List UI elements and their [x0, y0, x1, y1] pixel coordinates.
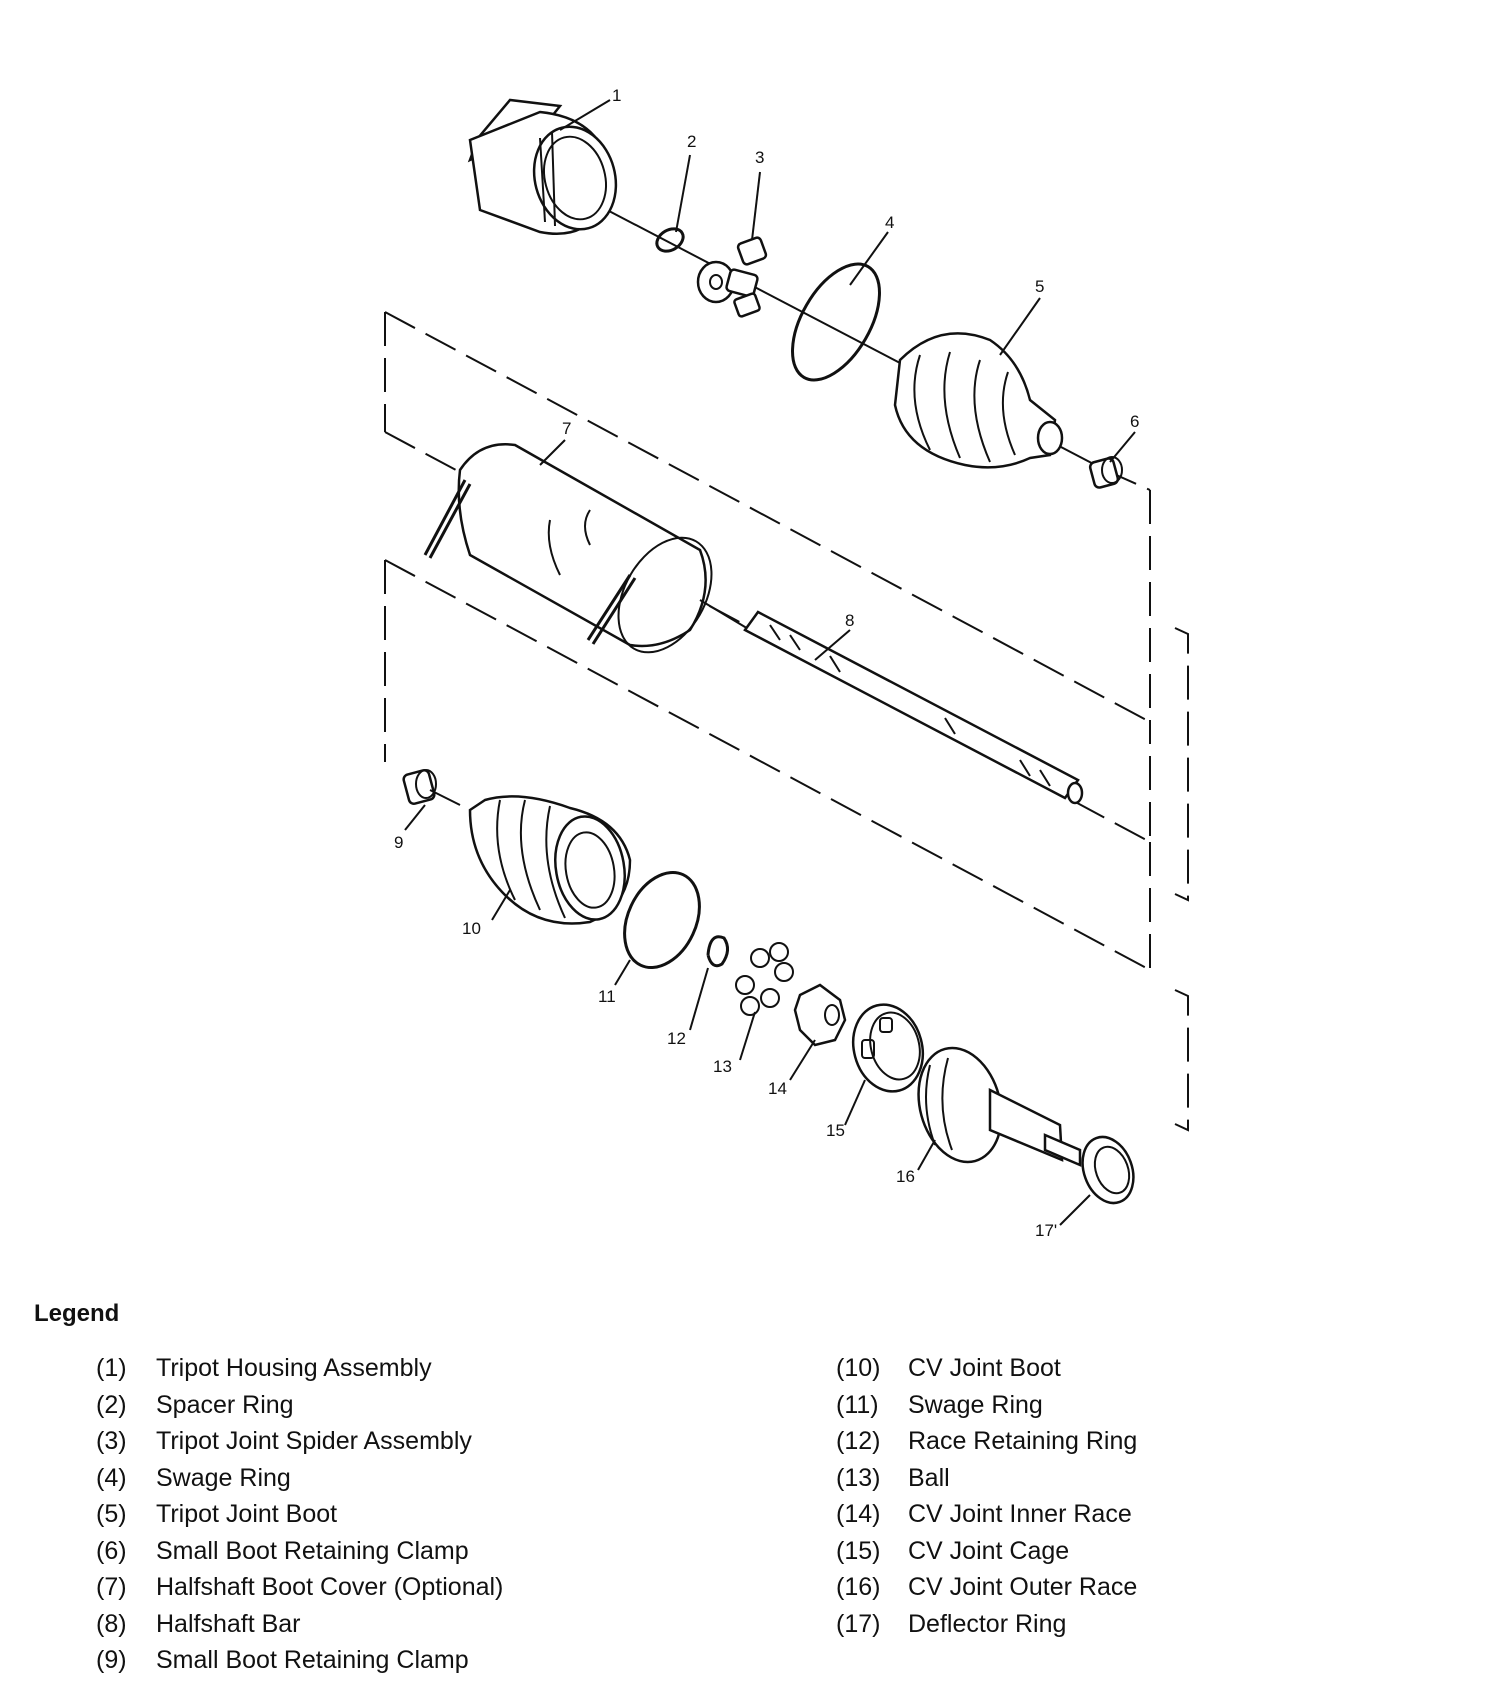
legend-right-column: (10) CV Joint Boot (11) Swage Ring (12) Race … — [836, 1350, 1137, 1642]
legend-number: (14) — [836, 1500, 881, 1528]
legend-item: (7) Halfshaft Boot Cover (Optional) — [96, 1569, 503, 1606]
callout-7: 7 — [562, 419, 571, 438]
tripot-joint-boot — [893, 332, 1064, 469]
legend-label: Deflector Ring — [908, 1609, 1067, 1638]
callout-1: 1 — [612, 86, 621, 105]
legend-number: (8) — [96, 1609, 127, 1638]
callout-labels: 1 2 3 4 5 6 7 8 9 10 11 12 13 14 15 16 1… — [394, 86, 1139, 1240]
exploded-view-diagram: 1 2 3 4 5 6 7 8 9 10 11 12 13 14 15 16 1… — [384, 86, 1189, 1240]
cv-joint-cage — [851, 1003, 925, 1093]
deflector-ring — [1081, 1135, 1135, 1205]
legend-number: (6) — [96, 1536, 127, 1565]
legend-number: (1) — [96, 1354, 127, 1382]
halfshaft-bar — [699, 599, 1084, 805]
callout-5: 5 — [1035, 277, 1044, 296]
legend-label: Spacer Ring — [156, 1390, 294, 1419]
legend-item: (14) CV Joint Inner Race — [836, 1496, 1137, 1533]
legend-label: Small Boot Retaining Clamp — [156, 1646, 469, 1674]
callout-15: 15 — [826, 1121, 845, 1140]
legend-item: (5) Tripot Joint Boot — [96, 1496, 503, 1533]
legend-item: (6) Small Boot Retaining Clamp — [96, 1533, 503, 1570]
leader-lines — [404, 99, 1136, 1226]
legend-number: (5) — [96, 1500, 127, 1528]
legend-label: Halfshaft Boot Cover (Optional) — [156, 1573, 504, 1601]
callout-13: 13 — [713, 1057, 732, 1076]
small-boot-retaining-clamp-lower — [402, 769, 461, 806]
legend-left-column: (1) Tripot Housing Assembly (2) Spacer Ring… — [96, 1350, 503, 1679]
callout-17: 17' — [1035, 1221, 1057, 1240]
legend-item: (15) CV Joint Cage — [836, 1533, 1137, 1570]
callout-9: 9 — [394, 833, 403, 852]
callout-10: 10 — [462, 919, 481, 938]
tripot-joint-spider-assembly — [696, 236, 768, 318]
legend-label: Tripot Joint Spider Assembly — [156, 1427, 472, 1455]
legend-item: (16) CV Joint Outer Race — [836, 1569, 1137, 1606]
legend-number: (4) — [96, 1463, 127, 1492]
callout-4: 4 — [885, 213, 894, 232]
cv-joint-outer-race — [917, 1046, 1082, 1167]
legend-label: CV Joint Inner Race — [908, 1500, 1132, 1528]
legend-item: (8) Halfshaft Bar — [96, 1606, 503, 1643]
legend-number: (15) — [836, 1536, 881, 1565]
legend-item: (10) CV Joint Boot — [836, 1350, 1137, 1387]
callout-8: 8 — [845, 611, 854, 630]
legend-item: (9) Small Boot Retaining Clamp — [96, 1642, 503, 1679]
legend-item: (1) Tripot Housing Assembly — [96, 1350, 503, 1387]
assembly-brackets — [384, 311, 1189, 1132]
legend-number: (16) — [836, 1573, 881, 1601]
legend-item: (3) Tripot Joint Spider Assembly — [96, 1423, 503, 1460]
legend-item: (12) Race Retaining Ring — [836, 1423, 1137, 1460]
legend-item: (17) Deflector Ring — [836, 1606, 1137, 1643]
cv-joint-boot — [468, 795, 632, 925]
callout-12: 12 — [667, 1029, 686, 1048]
legend-title: Legend — [34, 1300, 120, 1327]
legend-number: (7) — [96, 1573, 127, 1601]
legend-number: (11) — [836, 1390, 879, 1419]
swage-ring-lower — [623, 870, 701, 970]
legend-number: (13) — [836, 1463, 881, 1492]
legend-label: CV Joint Cage — [908, 1536, 1070, 1565]
callout-16: 16 — [896, 1167, 915, 1186]
callout-6: 6 — [1130, 412, 1139, 431]
legend-number: (2) — [96, 1390, 127, 1419]
callout-11: 11 — [598, 987, 616, 1006]
legend-label: Small Boot Retaining Clamp — [156, 1536, 469, 1565]
legend-item: (4) Swage Ring — [96, 1460, 503, 1497]
legend-label: Halfshaft Bar — [156, 1609, 301, 1638]
legend-label: Race Retaining Ring — [908, 1427, 1138, 1455]
legend-label: Swage Ring — [156, 1463, 291, 1492]
legend-number: (12) — [836, 1427, 881, 1455]
callout-3: 3 — [755, 148, 764, 167]
callout-14: 14 — [768, 1079, 787, 1098]
legend-number: (9) — [96, 1646, 127, 1674]
legend-label: CV Joint Boot — [908, 1354, 1061, 1382]
legend-number: (17) — [836, 1609, 881, 1638]
cv-joint-inner-race — [793, 983, 847, 1047]
legend-label: Tripot Joint Boot — [156, 1500, 338, 1528]
callout-2: 2 — [687, 132, 696, 151]
halfshaft-boot-cover — [423, 443, 713, 654]
legend-item: (11) Swage Ring — [836, 1387, 1137, 1424]
race-retaining-ring — [706, 935, 729, 968]
legend-number: (10) — [836, 1354, 881, 1382]
legend-number: (3) — [96, 1427, 127, 1455]
spacer-ring — [655, 227, 685, 253]
legend-label: CV Joint Outer Race — [908, 1573, 1138, 1601]
legend-label: Ball — [908, 1463, 950, 1492]
legend-label: Swage Ring — [908, 1390, 1043, 1419]
swage-ring-upper — [791, 262, 881, 382]
legend-item: (2) Spacer Ring — [96, 1387, 503, 1424]
balls — [735, 942, 794, 1016]
small-boot-retaining-clamp-upper — [1088, 456, 1123, 489]
legend-item: (13) Ball — [836, 1460, 1137, 1497]
legend-label: Tripot Housing Assembly — [156, 1354, 432, 1382]
tripot-housing-assembly — [467, 98, 618, 236]
